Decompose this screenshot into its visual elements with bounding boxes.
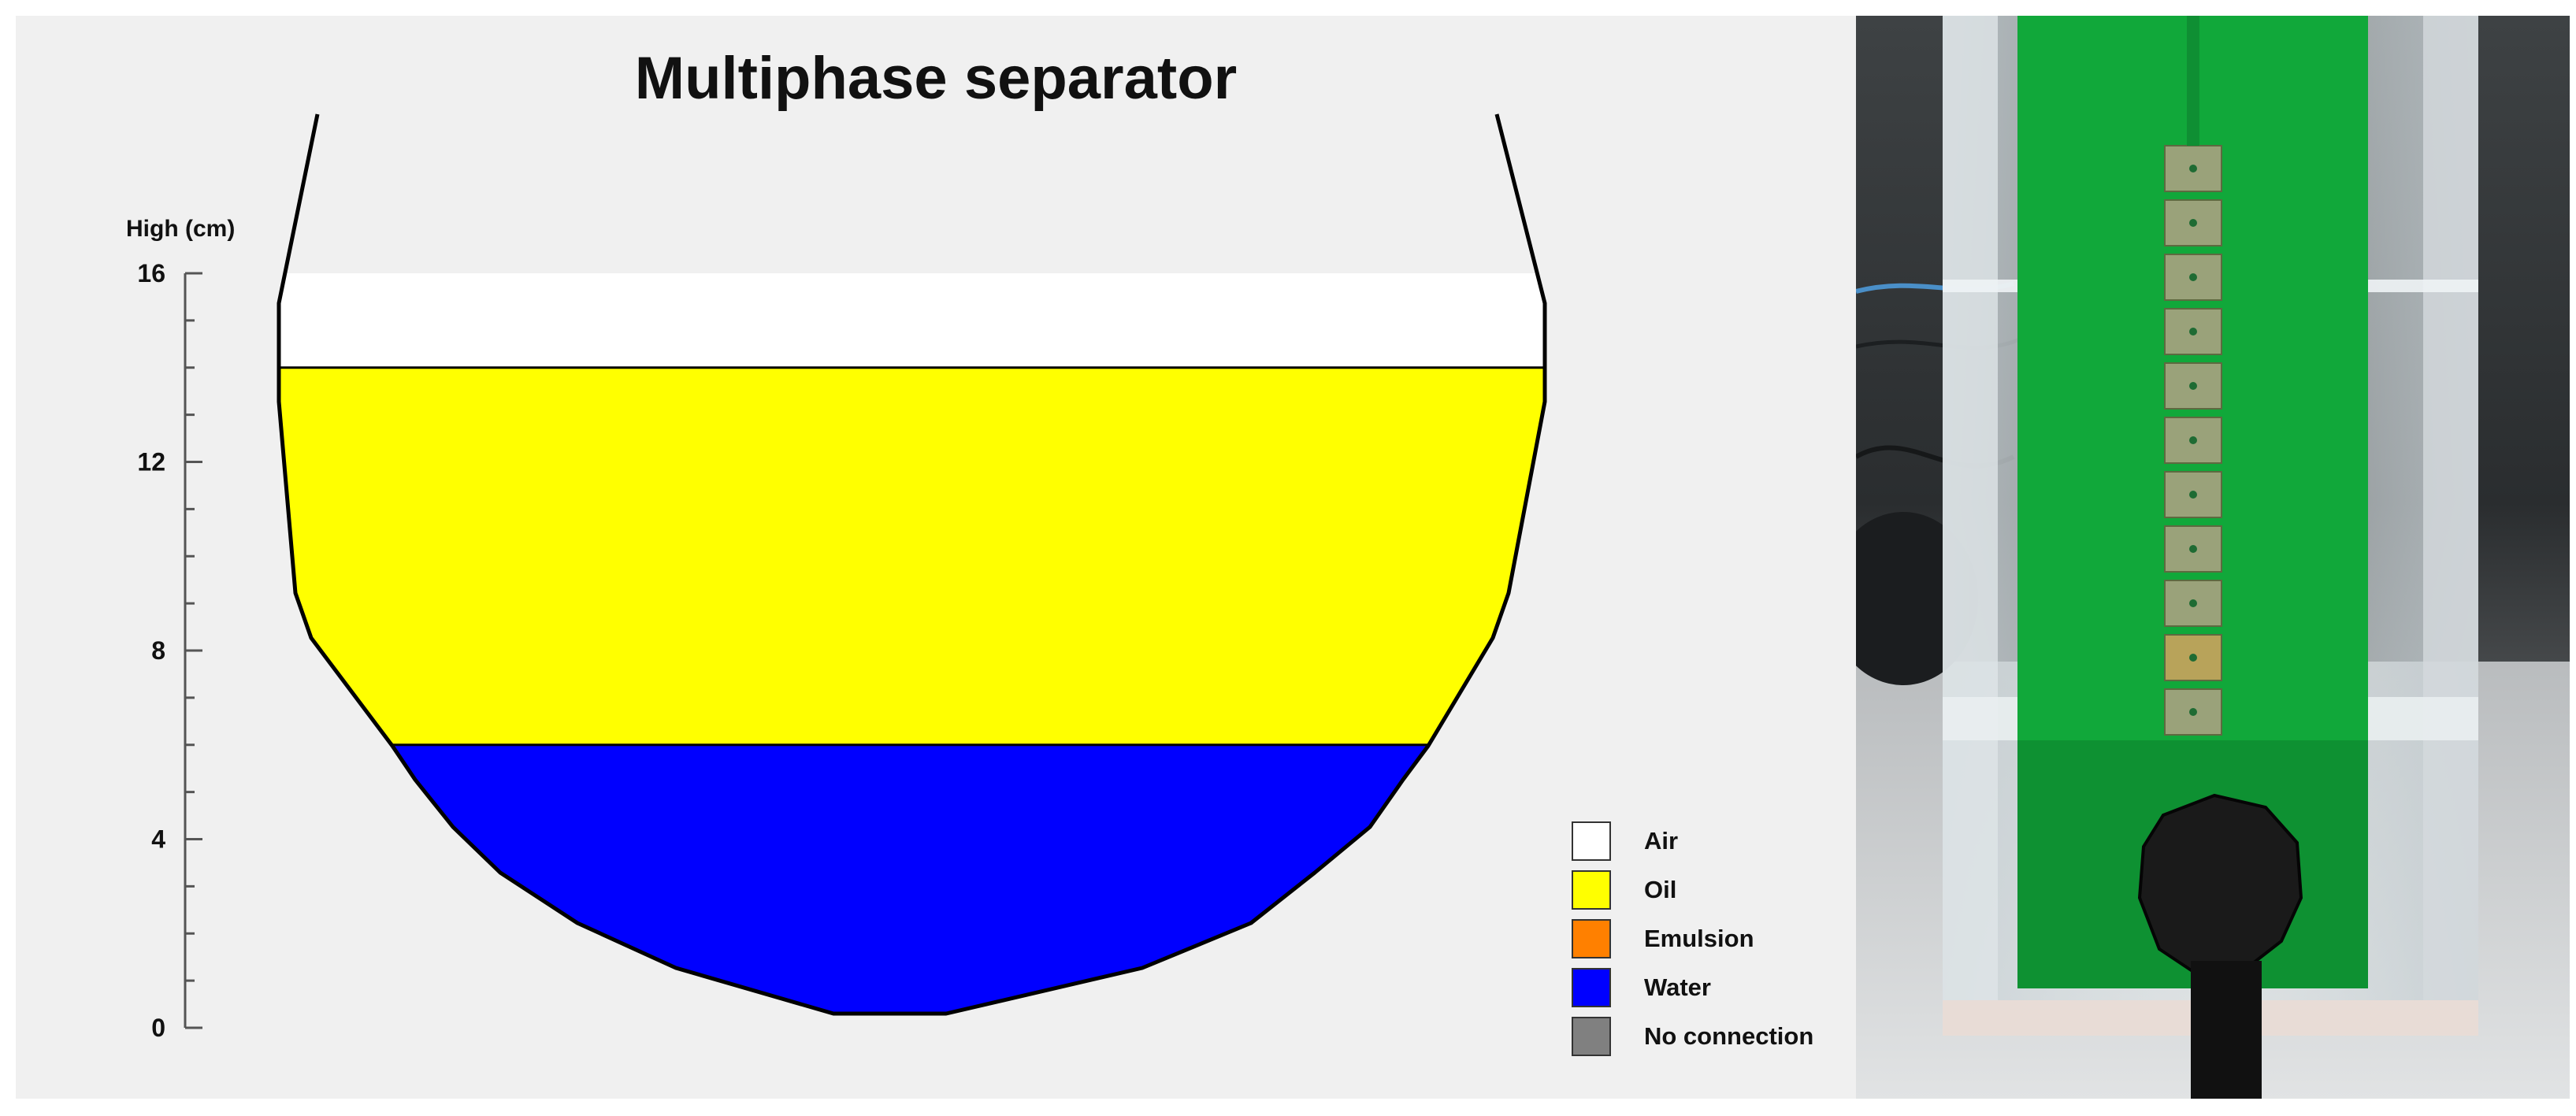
- valve-stem: [2191, 961, 2262, 1099]
- height-axis: High (cm) 0 4 8 12 16: [126, 216, 235, 1042]
- electrode-array: [2164, 16, 2222, 736]
- app-title: Multiphase separator: [634, 45, 1238, 112]
- legend-item: No connection: [1572, 1014, 1813, 1059]
- electrode-via: [2189, 654, 2197, 662]
- electrode-via: [2189, 273, 2197, 281]
- pcb-trace: [2187, 16, 2199, 146]
- electrode-pad: [2164, 525, 2222, 573]
- tick-label: 4: [151, 825, 165, 854]
- sensor-photo: [1856, 16, 2570, 1099]
- tank-wall-left: [1943, 16, 1998, 1032]
- legend-item: Oil: [1572, 868, 1676, 912]
- tick-label: 12: [137, 448, 165, 476]
- legend-swatch: [1572, 968, 1611, 1007]
- tank-outline: [277, 113, 1547, 1016]
- legend-item: Water: [1572, 966, 1711, 1010]
- electrode-via: [2189, 165, 2197, 172]
- electrode-via: [2189, 219, 2197, 227]
- tick-label: 0: [151, 1014, 165, 1042]
- tick-label: 8: [151, 636, 165, 665]
- layer-water: [392, 744, 1429, 1014]
- legend-swatch: [1572, 870, 1611, 910]
- electrode-via: [2189, 545, 2197, 553]
- phase-layers: [279, 273, 1545, 1014]
- legend-swatch: [1572, 919, 1611, 958]
- legend-label: Oil: [1644, 876, 1677, 903]
- electrode-via: [2189, 708, 2197, 716]
- legend-label: Air: [1644, 827, 1679, 855]
- tank-wall-right: [2423, 16, 2478, 1032]
- electrode-via: [2189, 328, 2197, 336]
- legend-swatch: [1572, 821, 1611, 861]
- legend-label: No connection: [1644, 1022, 1814, 1050]
- valve-knob: [2137, 793, 2303, 975]
- electrode-via: [2189, 491, 2197, 499]
- legend-item: Emulsion: [1572, 917, 1754, 961]
- legend-swatch: [1572, 1017, 1611, 1056]
- electrode-via: [2189, 436, 2197, 444]
- electrode-via: [2189, 382, 2197, 390]
- layer-oil: [279, 367, 1545, 745]
- electrode-pad: [2164, 145, 2222, 192]
- tank-chart: High (cm) 0 4 8 12 16: [126, 113, 1547, 1042]
- photo-illustration: [1856, 16, 2570, 1099]
- legend-label: Emulsion: [1644, 925, 1754, 952]
- tick-label: 16: [137, 259, 165, 287]
- axis-title: High (cm): [126, 216, 235, 242]
- electrode-via: [2189, 599, 2197, 607]
- legend-item: Air: [1572, 819, 1678, 863]
- separator-monitor-window: Multiphase separator High (cm) 0 4 8 12 16 A…: [16, 16, 1856, 1099]
- electrode-pad: [2164, 471, 2222, 518]
- legend-label: Water: [1644, 973, 1711, 1001]
- layer-air: [279, 273, 1545, 368]
